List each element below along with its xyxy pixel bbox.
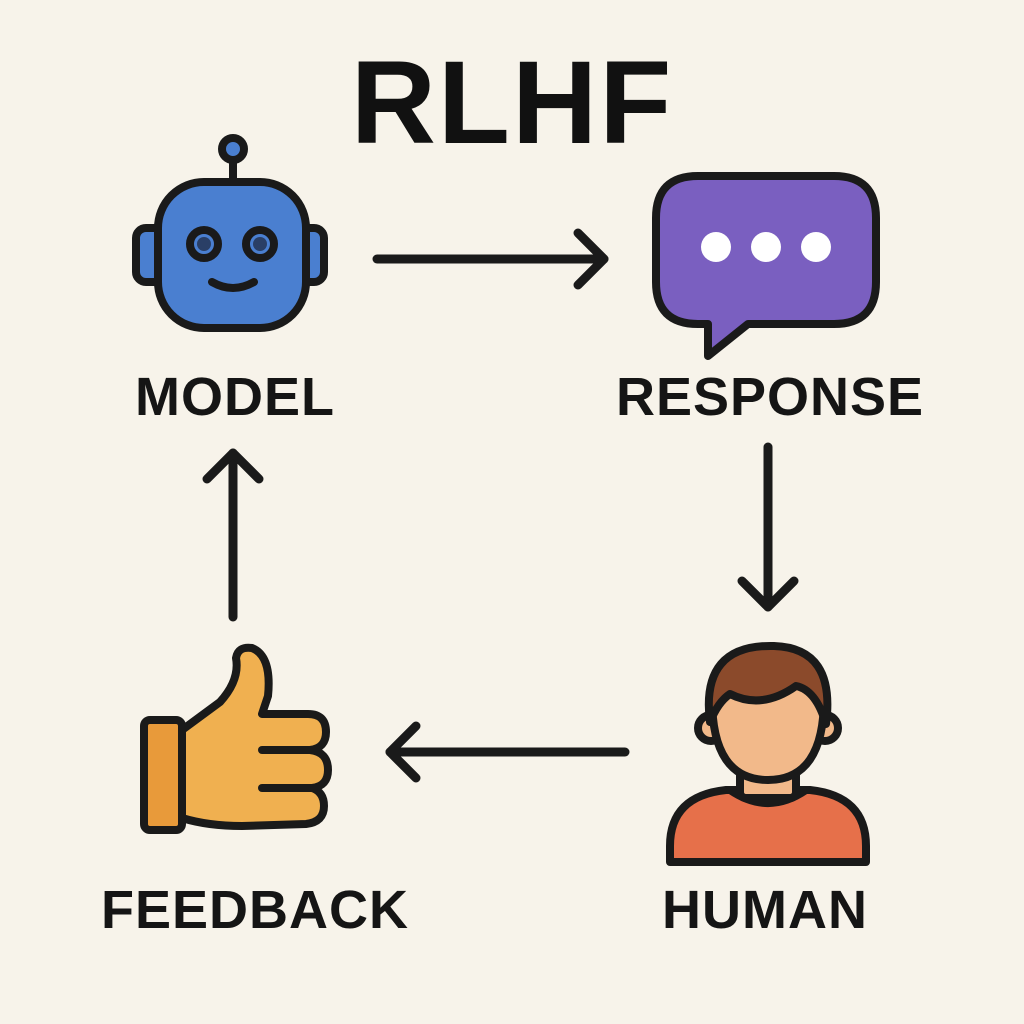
feedback-label: FEEDBACK: [100, 880, 409, 940]
model-label: MODEL: [135, 367, 335, 427]
thumbs-up-icon: [140, 643, 332, 834]
arrow-human-to-feedback: [385, 721, 630, 783]
arrow-feedback-to-model: [202, 448, 264, 622]
arrow-model-to-response: [372, 228, 609, 290]
chat-bubble-icon: [652, 172, 880, 360]
diagram-title: RLHF: [350, 37, 674, 169]
response-label: RESPONSE: [615, 367, 925, 427]
robot-icon: [132, 134, 328, 332]
human-label: HUMAN: [662, 880, 868, 940]
person-icon: [666, 641, 870, 866]
arrow-response-to-human: [737, 442, 799, 612]
